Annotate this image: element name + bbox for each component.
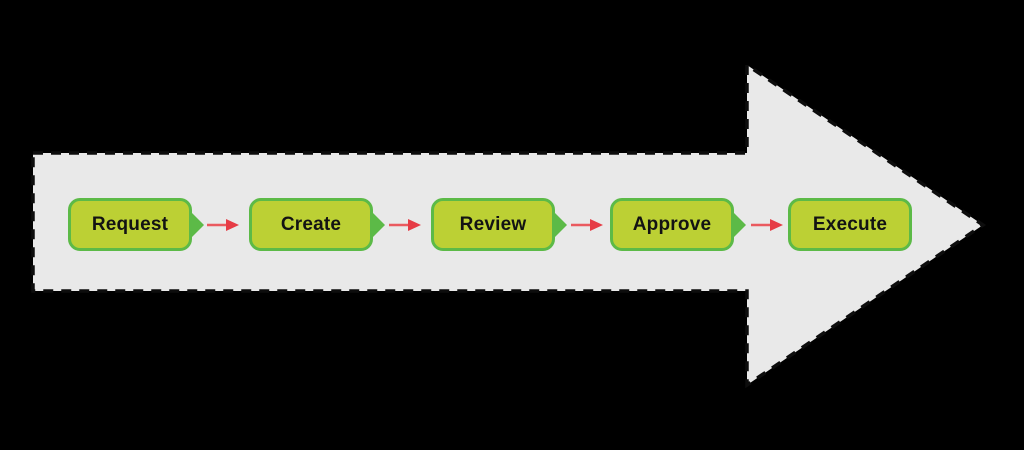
- step-box-review: Review: [431, 198, 567, 251]
- step-pointer-icon: [192, 212, 204, 237]
- step-pointer-icon: [734, 212, 746, 237]
- flow-arrow-icon: [389, 219, 421, 231]
- step-label: Execute: [812, 213, 888, 235]
- step-label: Create: [280, 213, 342, 235]
- flow-arrow-icon: [751, 219, 783, 231]
- step-pointer-icon: [373, 212, 385, 237]
- step-box-request: Request: [68, 198, 204, 251]
- step-label: Approve: [632, 213, 712, 235]
- step-pointer-icon: [555, 212, 567, 237]
- flow-arrow-icon: [571, 219, 603, 231]
- step-label: Review: [459, 213, 527, 235]
- step-box-approve: Approve: [610, 198, 746, 251]
- step-label: Request: [91, 213, 169, 235]
- step-box-execute: Execute: [788, 198, 912, 251]
- flow-arrow-icon: [207, 219, 239, 231]
- step-box-create: Create: [249, 198, 385, 251]
